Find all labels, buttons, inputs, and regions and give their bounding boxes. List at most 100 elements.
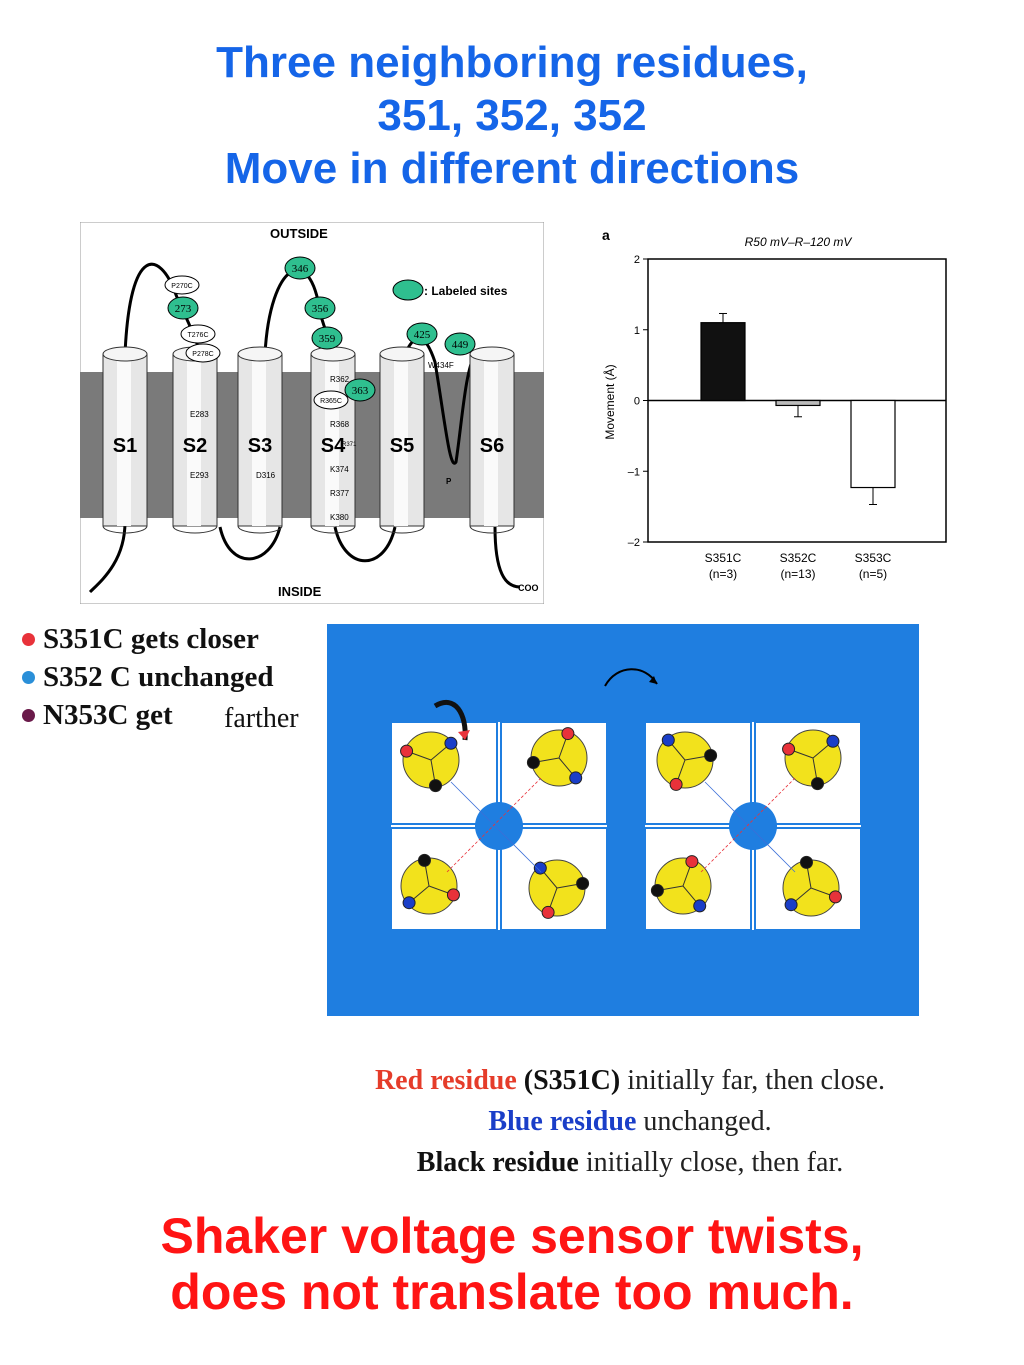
note-black-label: Black residue	[416, 1147, 579, 1178]
residue-dot	[826, 734, 840, 748]
note-red-label: Red residue	[374, 1065, 517, 1096]
residue-dot	[661, 733, 675, 747]
residue-dot	[446, 888, 460, 902]
color-key-notes: Red residue (S351C) initially far, then …	[290, 1060, 970, 1183]
residue-k380: K380	[330, 513, 349, 522]
residue-r368: R368	[330, 420, 350, 429]
x-tick-n-label: (n=3)	[709, 567, 737, 581]
segment-label: S4	[321, 435, 346, 457]
legend-label: S352 C unchanged	[43, 661, 274, 693]
residue-r362: R362	[330, 375, 350, 384]
s2-s3-loop	[218, 526, 282, 561]
rotation-arrowhead-icon	[649, 676, 657, 684]
blue-dot-icon	[22, 670, 35, 684]
residue-dot	[444, 736, 458, 750]
bar-s351c	[700, 322, 746, 402]
segment-label: S1	[113, 435, 137, 457]
residue-k374: K374	[330, 465, 349, 474]
labeled-site-number: 449	[452, 339, 469, 351]
segment-label: S6	[480, 435, 504, 457]
residue-dot	[704, 748, 718, 762]
residue-dot	[533, 861, 547, 875]
residue-d316: D316	[256, 471, 276, 480]
labeled-site-marker	[406, 322, 438, 346]
residue-dot	[669, 777, 683, 791]
mutation-site-label: P270C	[171, 283, 192, 290]
labeled-site-marker	[167, 296, 199, 320]
chart-panel-label: a	[602, 227, 610, 243]
distance-line	[704, 781, 796, 873]
residue-dot	[782, 742, 796, 756]
cooh-label: COO	[518, 583, 539, 593]
outside-label: OUTSIDE	[270, 226, 328, 241]
residue-p: P	[446, 477, 452, 486]
helix-s6: S6	[469, 346, 515, 534]
helix-s3: S3	[237, 346, 283, 534]
labeled-site-number: 363	[352, 385, 369, 397]
labeled-site-number: 356	[312, 303, 329, 315]
residue-dot	[799, 855, 813, 869]
x-tick-n-label: (n=13)	[780, 567, 815, 581]
residue-dot	[650, 884, 664, 898]
note-blue-label: Blue residue	[488, 1106, 637, 1137]
slide-title: Three neighboring residues, 351, 352, 35…	[0, 36, 1024, 195]
mutation-site-marker	[185, 343, 221, 363]
y-tick-label: 2	[634, 254, 640, 266]
x-tick-label: S353C	[855, 551, 892, 565]
residue-r377: R377	[330, 489, 350, 498]
residue-e283: E283	[190, 410, 209, 419]
residue-dot	[828, 890, 842, 904]
labeled-site-marker	[344, 378, 376, 402]
labeled-site-number: 273	[175, 303, 192, 315]
labeled-site-legend-marker	[392, 279, 424, 301]
y-tick-label: –2	[628, 537, 640, 549]
note-red-mutant: (S351C)	[523, 1065, 621, 1096]
legend-item-s352c: S352 C unchanged	[18, 658, 328, 696]
residue-dot	[561, 727, 575, 741]
central-pore	[729, 802, 777, 850]
residue-r371: R371	[342, 442, 357, 448]
x-tick-n-label: (n=5)	[859, 567, 887, 581]
labeled-site-number: 425	[414, 329, 431, 341]
labeled-site-marker	[304, 296, 336, 320]
y-tick-label: 1	[634, 325, 640, 337]
red-dot-icon	[22, 632, 35, 646]
residue-w434f: W434F	[428, 361, 454, 370]
distance-line	[446, 777, 542, 873]
inside-label: INSIDE	[278, 584, 322, 599]
residue-dot	[693, 899, 707, 913]
y-tick-label: 0	[634, 396, 640, 408]
conclusion-line-2: does not translate too much.	[170, 1264, 854, 1320]
twist-mechanism-figure	[327, 624, 919, 1016]
legend-label: N353C get	[43, 699, 173, 731]
segment-label: S2	[183, 435, 207, 457]
residue-dot	[685, 855, 699, 869]
note-blue: Blue residue unchanged.	[290, 1101, 970, 1142]
segment-label: S3	[248, 435, 272, 457]
purple-dot-icon	[22, 708, 35, 722]
residue-dot	[429, 779, 443, 793]
residue-dot	[400, 744, 414, 758]
chart-title: R50 mV–R–120 mV	[745, 235, 853, 249]
twist-arrowhead-icon	[458, 730, 470, 740]
mutation-site-label: P278C	[192, 351, 213, 358]
central-pore	[475, 802, 523, 850]
x-tick-label: S351C	[705, 551, 742, 565]
labeled-site-marker	[444, 332, 476, 356]
labeled-site-number: 346	[292, 263, 309, 275]
labeled-site-number: 359	[319, 333, 336, 345]
legend-label: S351C gets closer	[43, 623, 259, 655]
chart-ylabel: Movement (Å)	[602, 364, 617, 439]
residue-dot	[402, 896, 416, 910]
mutation-site-marker	[164, 275, 200, 295]
labeled-sites-legend: : Labeled sites	[424, 284, 508, 298]
title-line-1: Three neighboring residues,	[216, 38, 808, 87]
helix-s2: S2	[172, 346, 218, 534]
legend-item-s351c: S351C gets closer	[18, 620, 328, 658]
title-line-3: Move in different directions	[224, 144, 800, 193]
distance-line	[700, 777, 796, 873]
distance-line	[450, 781, 542, 873]
residue-dot	[811, 777, 825, 791]
helix-s1: S1	[102, 346, 148, 534]
